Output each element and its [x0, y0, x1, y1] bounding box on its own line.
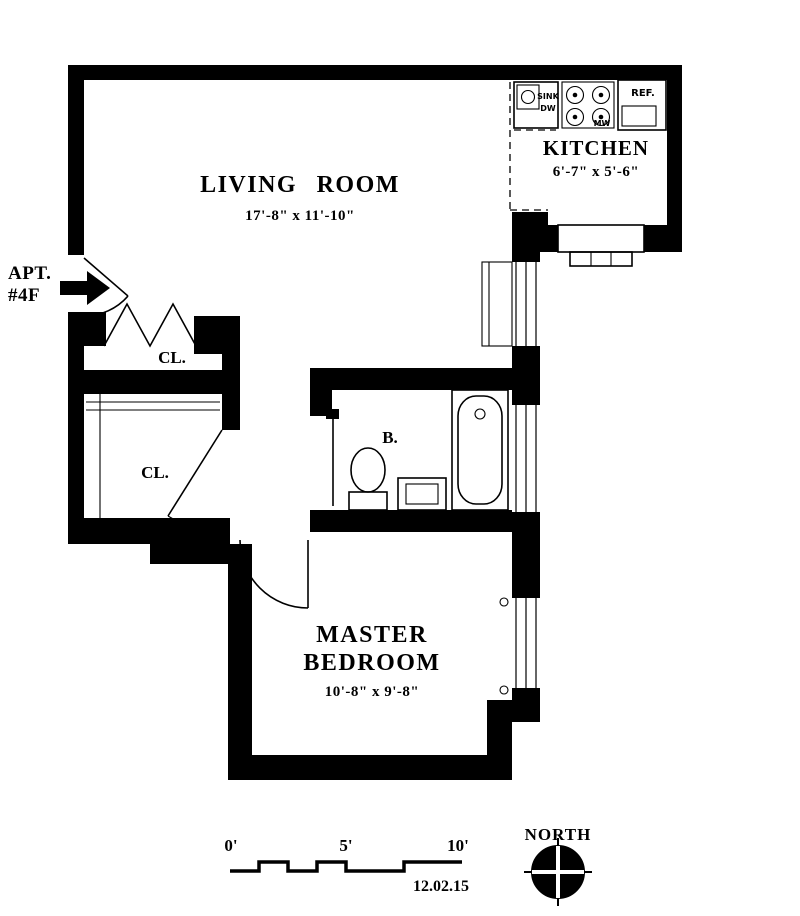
window-end-symbol	[499, 597, 509, 607]
entry-callout: APT. #4F	[8, 263, 110, 306]
closet-door	[167, 429, 223, 532]
bifold-closet-doors	[103, 302, 197, 348]
door-hinge	[326, 409, 339, 419]
door-swing-arc	[83, 295, 129, 317]
closet-lower-label: CL.	[141, 463, 169, 482]
north-label: NORTH	[525, 825, 592, 844]
bathroom-label: B.	[382, 428, 398, 447]
scale-bar: 0' 5' 10'	[224, 836, 469, 873]
living-room-label: LIVING ROOM	[200, 172, 400, 198]
refrigerator-label: REF.	[631, 88, 655, 99]
kitchen-dims: 6'-7" x 5'-6"	[553, 164, 639, 180]
kitchen-boundary-dashed	[509, 82, 556, 211]
master-bedroom-label-line1: MASTER	[316, 622, 428, 648]
door-swing-arc	[239, 539, 309, 609]
kitchen-sink-dishwasher: SINK DW	[513, 81, 560, 129]
living-room-dims: 17'-8" x 11'-10"	[245, 208, 355, 224]
burner-icon	[591, 107, 611, 127]
burner-icon	[565, 85, 585, 105]
apt-label-line2: #4F	[8, 285, 40, 306]
door-leaf	[83, 257, 129, 297]
toilet-tank-icon	[348, 491, 388, 511]
burner-icon	[565, 107, 585, 127]
burner-icon	[591, 85, 611, 105]
kitchen-label: KITCHEN	[543, 136, 649, 160]
entry-door	[83, 257, 129, 317]
plan-date: 12.02.15	[413, 878, 469, 895]
scale-tick-0: 0'	[224, 836, 237, 855]
window-end-symbol	[499, 685, 509, 695]
sink-label: SINK	[537, 92, 559, 101]
vanity-sink	[397, 477, 447, 511]
stove: MW	[561, 81, 615, 129]
scale-tick-10: 10'	[447, 836, 469, 855]
window-living-room	[481, 261, 537, 347]
scale-bar-line	[230, 860, 462, 873]
bathroom-door	[326, 409, 339, 506]
scale-tick-5: 5'	[339, 836, 352, 855]
north-compass-icon: NORTH	[524, 825, 592, 906]
entry-arrow-icon	[60, 271, 110, 305]
walls	[68, 65, 682, 780]
bedroom-door	[239, 539, 309, 609]
microwave-label: MW	[594, 119, 611, 128]
closet-upper-label: CL.	[158, 348, 186, 367]
dishwasher-label: DW	[540, 104, 556, 113]
master-bedroom-label-line2: BEDROOM	[303, 650, 440, 676]
door-leaf	[167, 429, 223, 517]
refrigerator: REF.	[617, 79, 667, 131]
window-bedroom	[499, 597, 537, 695]
closet-shelving	[86, 394, 220, 518]
sink-basin-icon	[520, 89, 536, 105]
bathtub	[451, 389, 509, 511]
tub-drain-icon	[474, 408, 486, 420]
door-swing-arc	[167, 515, 223, 532]
toilet	[348, 447, 388, 511]
radiator-enclosure	[481, 261, 513, 347]
kitchen-window-radiator	[557, 224, 645, 267]
apt-label-line1: APT.	[8, 263, 51, 284]
toilet-bowl-icon	[350, 447, 386, 493]
master-bedroom-dims: 10'-8" x 9'-8"	[325, 684, 419, 700]
window-bathroom	[515, 405, 537, 512]
